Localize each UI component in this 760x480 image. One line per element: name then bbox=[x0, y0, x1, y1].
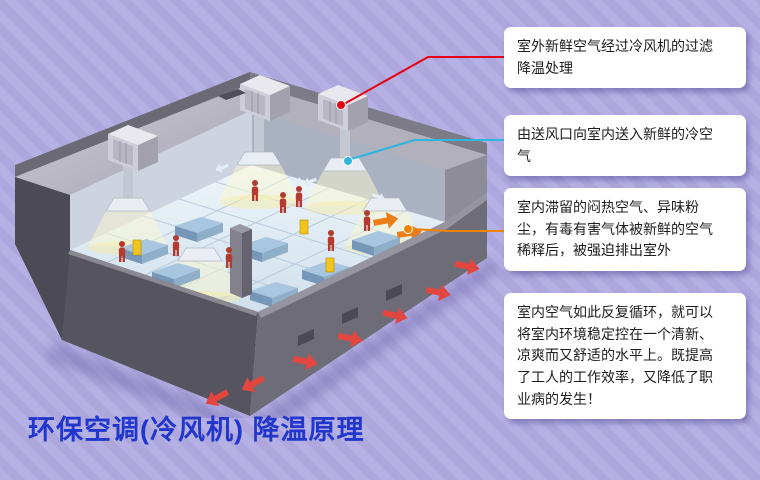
column bbox=[230, 224, 252, 298]
roof-hatch bbox=[218, 89, 246, 100]
exhaust-vents bbox=[298, 284, 402, 346]
page-title: 环保空调(冷风机) 降温原理 bbox=[28, 415, 365, 445]
callout-text-4: 室内空气如此反复循环，就可以将室内环境稳定控在一个清新、凉爽而又舒适的水平上。既… bbox=[517, 304, 713, 407]
callout-text-1: 室外新鲜空气经过冷风机的过滤降温处理 bbox=[517, 38, 713, 76]
callout-supply-air: 由送风口向室内送入新鲜的冷空气 bbox=[504, 115, 746, 177]
yellow-equipment bbox=[132, 219, 335, 273]
callout-text-3: 室内滞留的闷热空气、异味粉尘，有毒有害气体被新鲜的空气稀释后，被强迫排出室外 bbox=[517, 199, 713, 259]
left-end-wall bbox=[15, 177, 70, 340]
callout-exhaust-air: 室内滞留的闷热空气、异味粉尘，有毒有害气体被新鲜的空气稀释后，被强迫排出室外 bbox=[504, 188, 746, 272]
front-wall bbox=[62, 250, 258, 416]
factory-illustration bbox=[15, 72, 500, 418]
callout-text-2: 由送风口向室内送入新鲜的冷空气 bbox=[517, 126, 713, 164]
supply-ducts bbox=[123, 104, 350, 198]
callout-fresh-air-filter: 室外新鲜空气经过冷风机的过滤降温处理 bbox=[504, 27, 746, 89]
callout-circulation-benefit: 室内空气如此反复循环，就可以将室内环境稳定控在一个清新、凉爽而又舒适的水平上。既… bbox=[504, 293, 746, 420]
